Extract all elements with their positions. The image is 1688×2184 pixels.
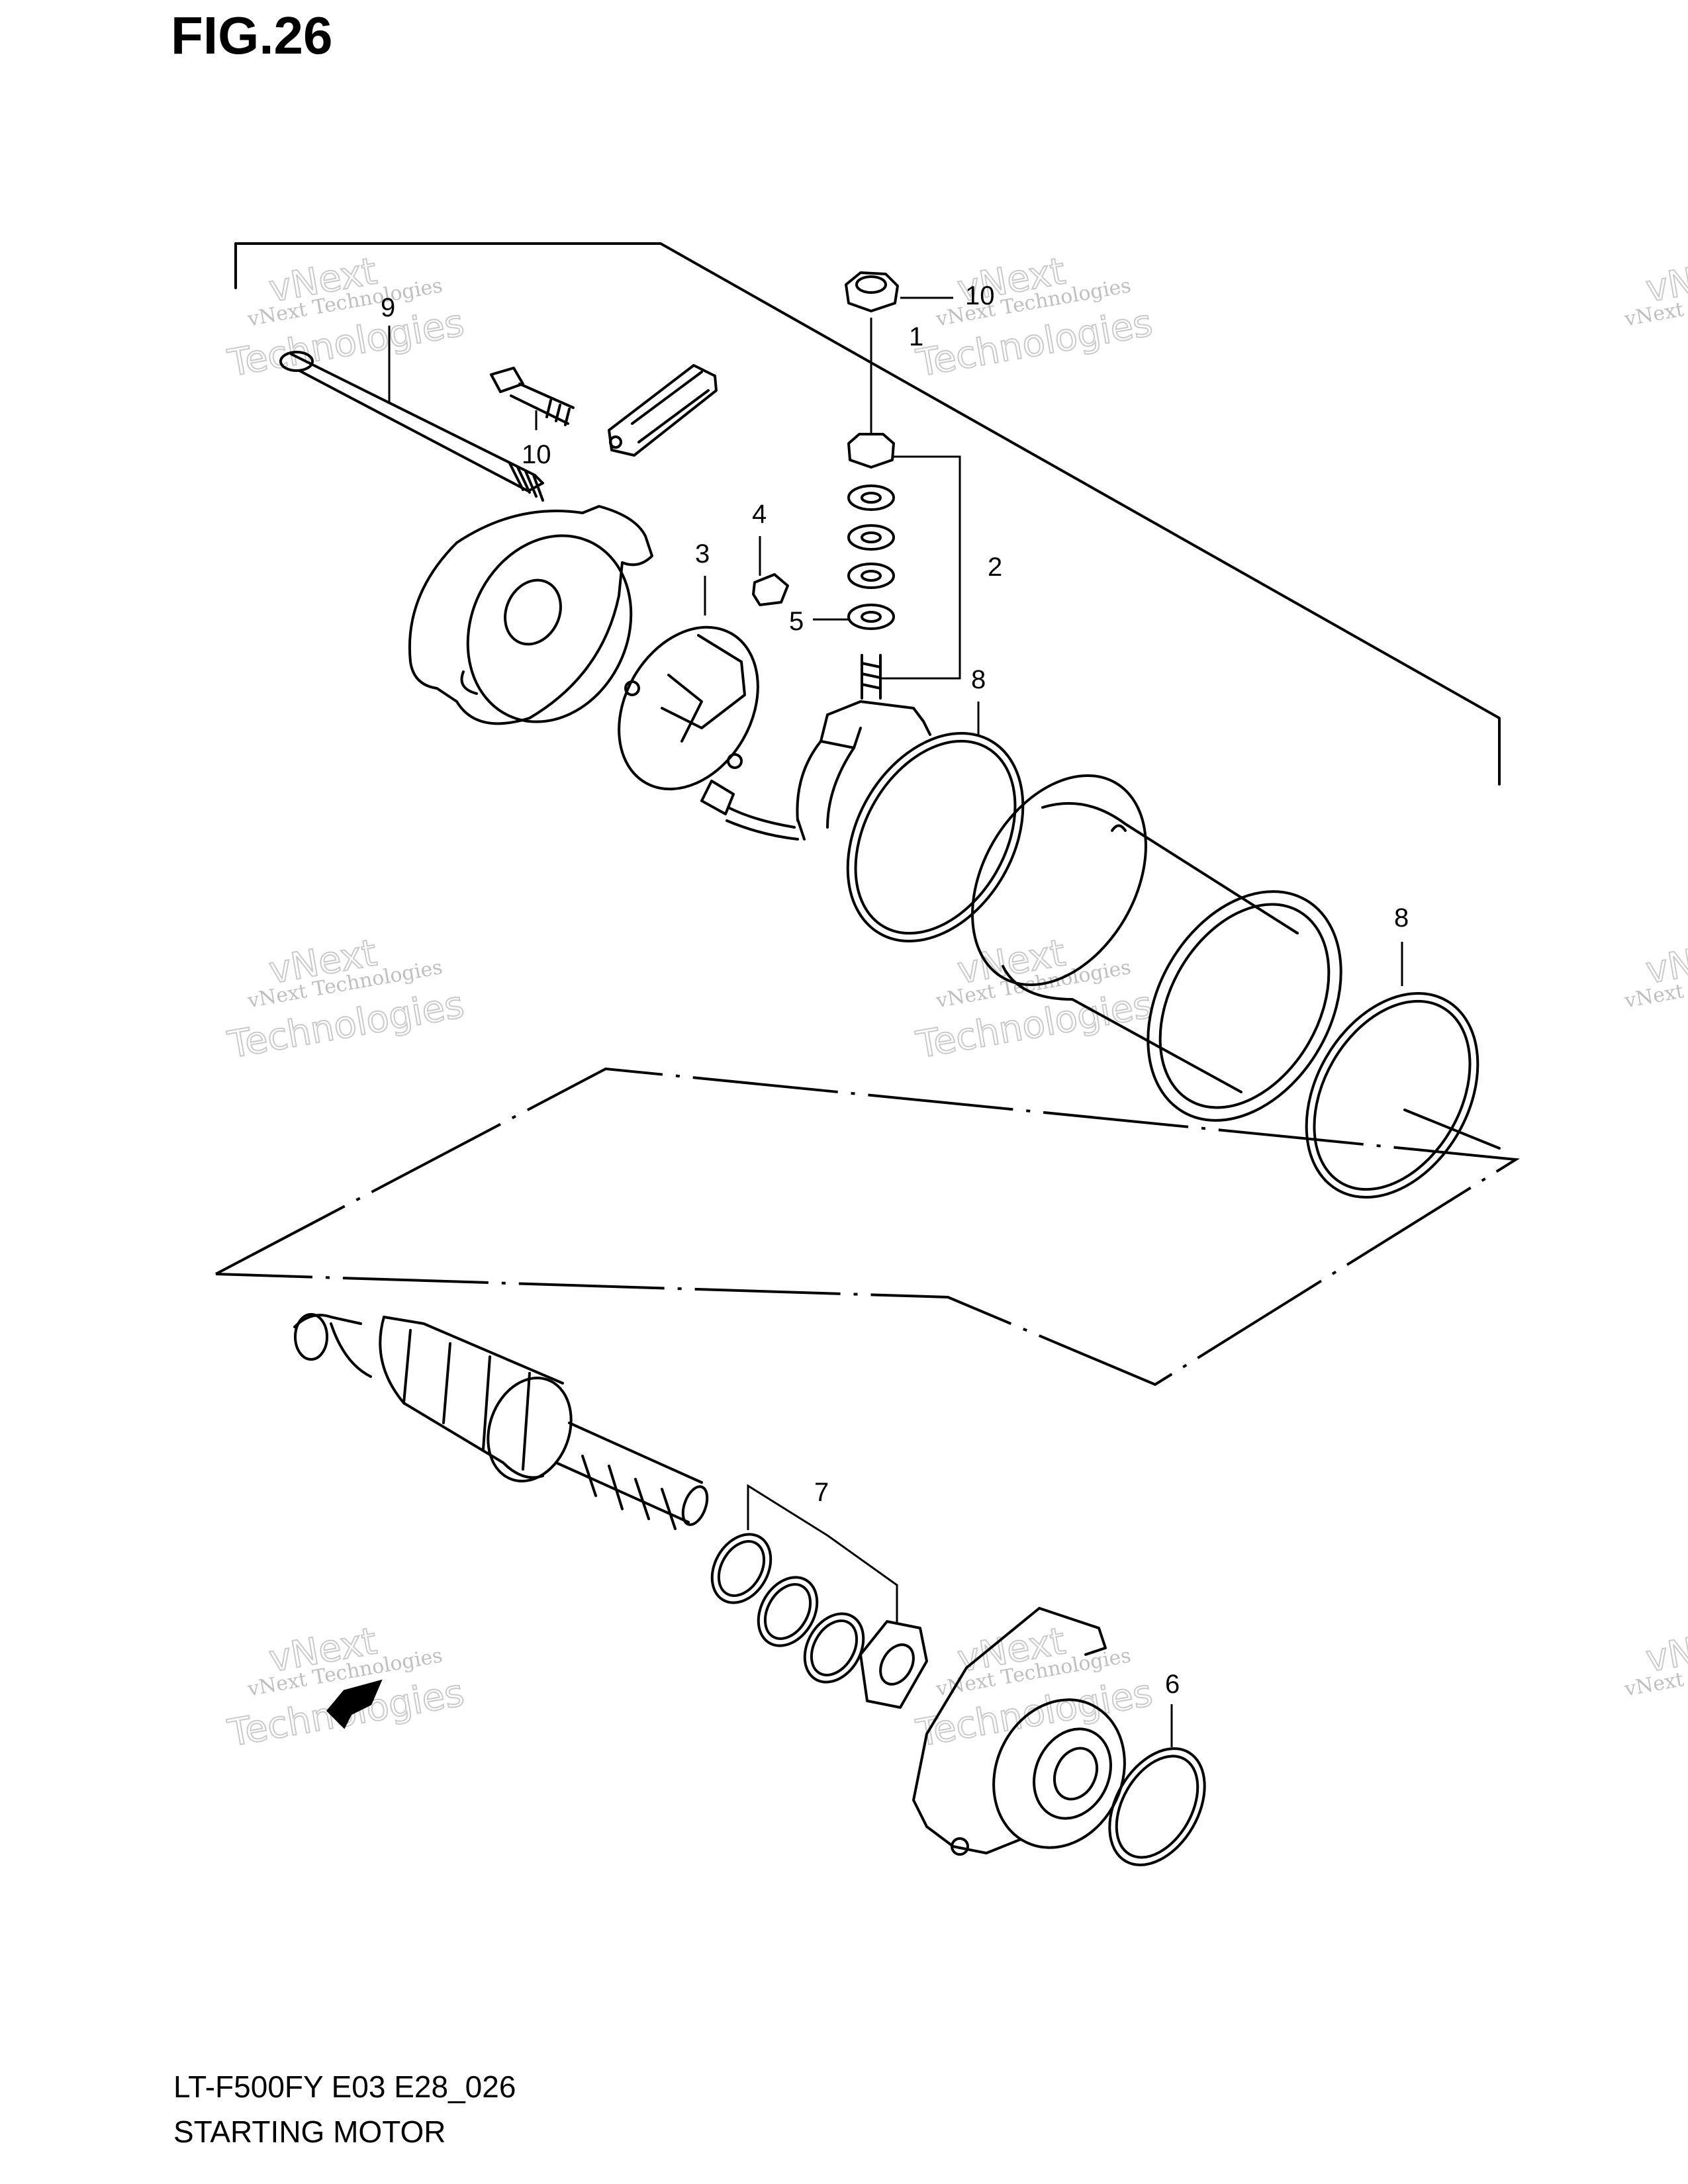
o-ring-lower bbox=[1305, 991, 1479, 1199]
front-arrow-icon bbox=[326, 1679, 383, 1729]
o-ring-upper-inner bbox=[854, 739, 1017, 935]
leader-2 bbox=[880, 455, 961, 680]
callout-8-top: 8 bbox=[971, 665, 986, 694]
callout-10: 10 bbox=[522, 440, 551, 469]
o-ring-front bbox=[1108, 1747, 1206, 1866]
watermark-text: vNext bbox=[1643, 250, 1688, 310]
watermark-group: vNext Technologies vNext Technologies vN… bbox=[224, 249, 1688, 1756]
through-bolt bbox=[279, 351, 544, 502]
o-ring-lower-inner bbox=[1313, 999, 1472, 1191]
brush-holder-plate bbox=[618, 625, 759, 791]
armature bbox=[293, 1313, 709, 1530]
lower-assembly-boundary bbox=[215, 1067, 1521, 1387]
brush-lead bbox=[700, 780, 806, 841]
o-ring-upper bbox=[846, 732, 1025, 942]
clip bbox=[752, 573, 789, 606]
callout-1: 1 bbox=[909, 322, 923, 351]
screw bbox=[490, 367, 575, 426]
leader-7 bbox=[747, 1484, 898, 1625]
callout-9: 9 bbox=[381, 293, 395, 322]
callout-4: 4 bbox=[752, 500, 767, 529]
end-cover bbox=[408, 505, 653, 725]
callout-2: 2 bbox=[988, 553, 1002, 582]
washer-set bbox=[710, 1533, 928, 1709]
motor-yoke bbox=[971, 774, 1342, 1122]
callout-6: 6 bbox=[1165, 1670, 1180, 1699]
watermark-text: vNext bbox=[1643, 1619, 1688, 1680]
figure-title: FIG.26 bbox=[171, 6, 333, 65]
o-ring-lower-leader bbox=[1403, 1109, 1501, 1150]
nut-top bbox=[845, 271, 899, 312]
o-ring-front-inner bbox=[1115, 1754, 1199, 1859]
terminal-bracket bbox=[796, 700, 931, 829]
upper-assembly-bracket bbox=[234, 242, 1501, 786]
callout-8-bottom: 8 bbox=[1394, 903, 1409, 933]
callout-7: 7 bbox=[814, 1478, 829, 1507]
callout-3: 3 bbox=[695, 539, 710, 569]
front-bracket bbox=[912, 1607, 1126, 1856]
terminal-plate bbox=[608, 364, 718, 457]
terminal-kit bbox=[847, 433, 895, 700]
callout-5: 5 bbox=[789, 607, 804, 636]
section-name: STARTING MOTOR bbox=[173, 2115, 446, 2149]
model-code: LT-F500FY E03 E28_026 bbox=[173, 2070, 516, 2104]
watermark-text: vNext bbox=[1643, 931, 1688, 992]
callout-11: 10 bbox=[965, 281, 995, 310]
